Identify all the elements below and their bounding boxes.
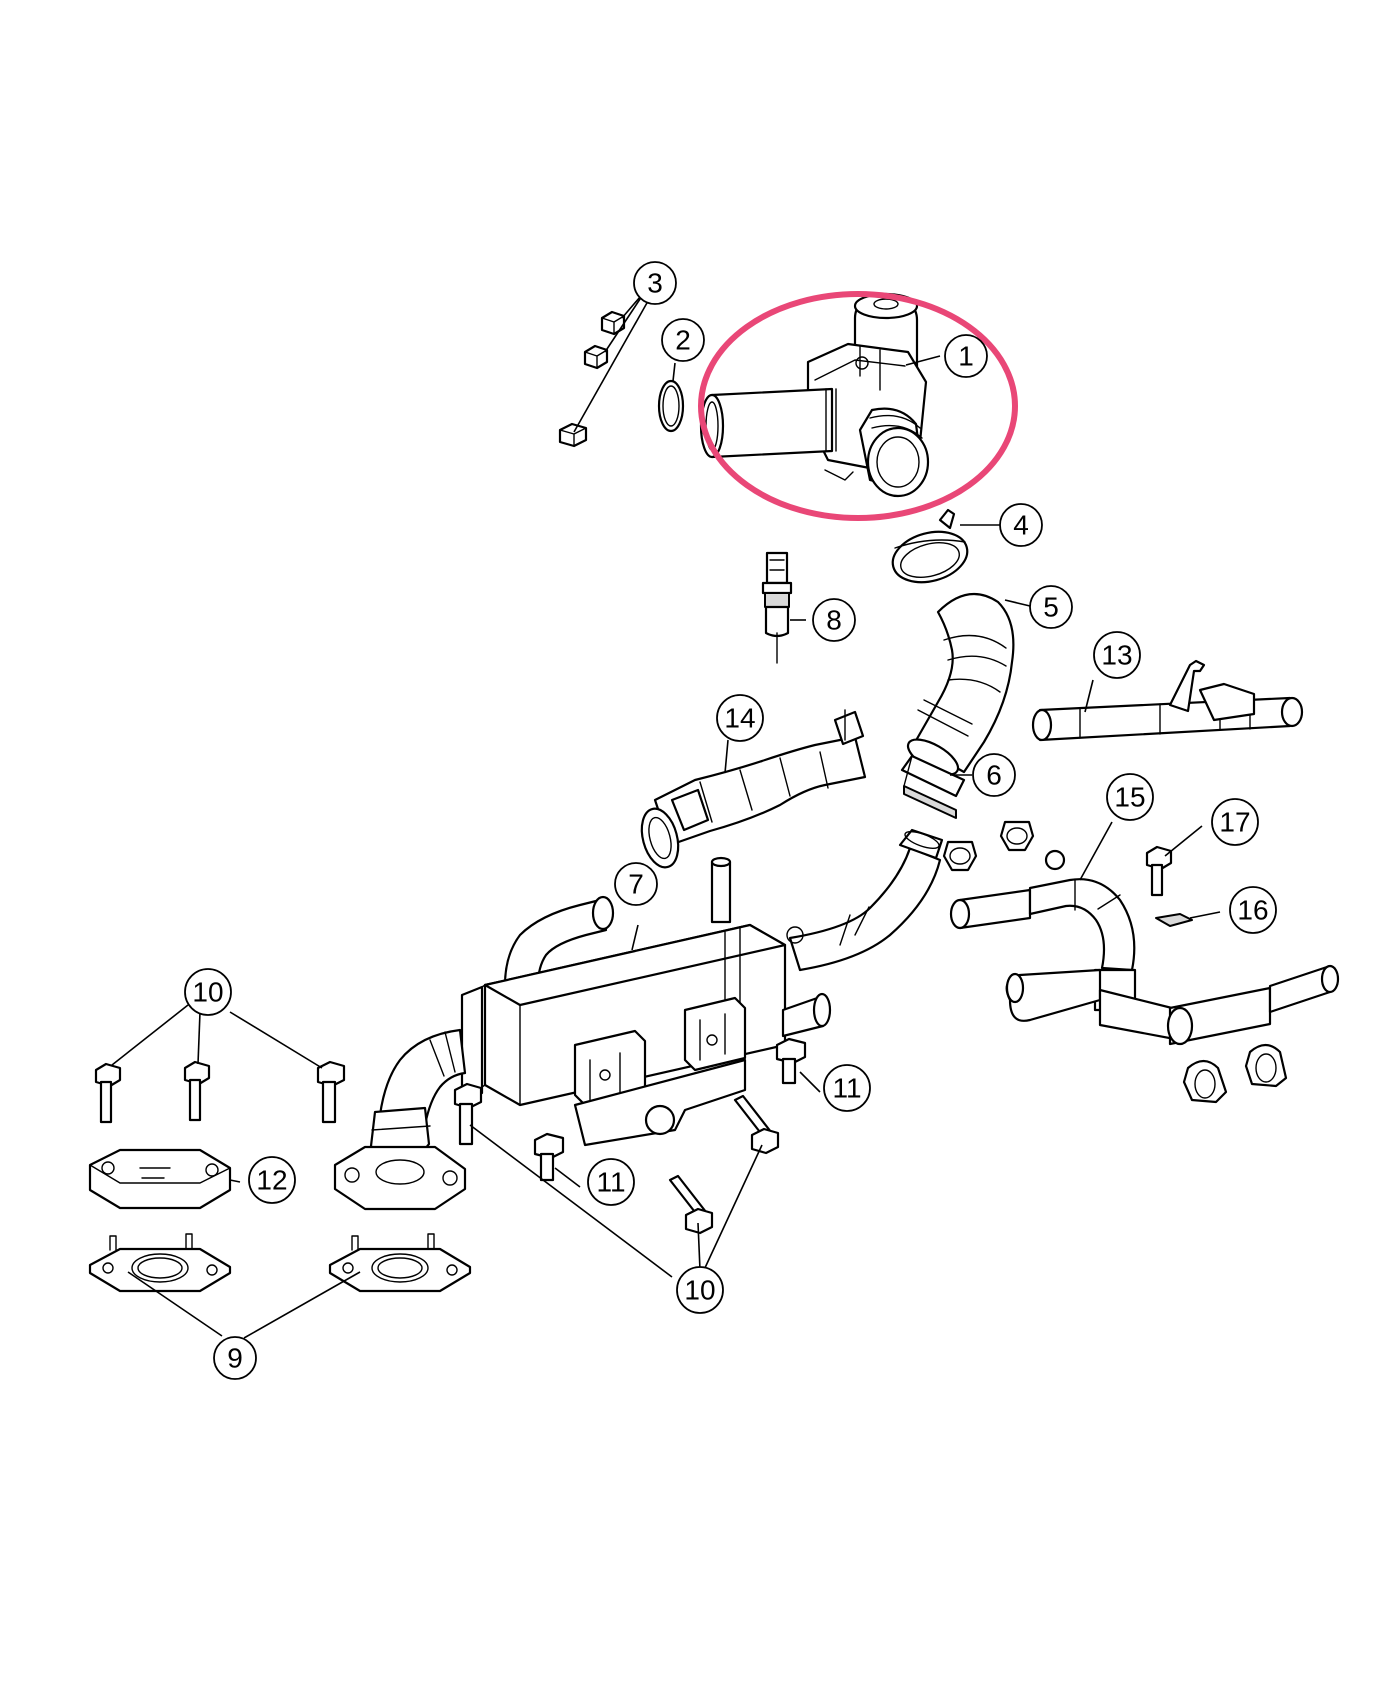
callout-6: 6 xyxy=(972,753,1016,797)
part-6-clamp xyxy=(900,754,966,819)
part-12-plate xyxy=(88,1148,232,1210)
callout-17: 17 xyxy=(1211,798,1259,846)
part-1-egr-valve xyxy=(699,292,930,498)
part-5-hose xyxy=(906,592,1015,776)
callout-9-label: 9 xyxy=(227,1343,243,1374)
callout-10-bottom: 10 xyxy=(676,1266,724,1314)
callout-1: 1 xyxy=(944,334,988,378)
callout-3: 3 xyxy=(633,261,677,305)
callout-4-label: 4 xyxy=(1013,510,1029,541)
callout-14-label: 14 xyxy=(724,703,755,734)
callout-11-right-label: 11 xyxy=(832,1073,861,1104)
callout-7: 7 xyxy=(614,862,658,906)
part-13-tube xyxy=(1031,659,1304,742)
part-17-bolt xyxy=(1145,845,1173,897)
callout-13-label: 13 xyxy=(1101,640,1132,671)
callout-10-bottom-label: 10 xyxy=(684,1275,715,1306)
loose-clamps xyxy=(1182,1043,1288,1104)
part-16-clip xyxy=(1155,913,1193,927)
callout-12-label: 12 xyxy=(256,1165,287,1196)
callout-11-right: 11 xyxy=(823,1064,871,1112)
leader-lines xyxy=(111,289,1221,1339)
part-4-clamp xyxy=(891,508,969,584)
callout-10-left-label: 10 xyxy=(192,977,223,1008)
callout-3-label: 3 xyxy=(647,268,663,299)
part-3-nuts xyxy=(558,310,626,448)
callout-12: 12 xyxy=(248,1156,296,1204)
callout-17-label: 17 xyxy=(1219,807,1250,838)
part-10-bolts-left xyxy=(94,1060,483,1146)
part-10-bolts-right xyxy=(668,1094,780,1235)
highlight-ellipse xyxy=(698,291,1018,521)
part-7-egr-cooler xyxy=(333,828,944,1211)
callout-5: 5 xyxy=(1029,585,1073,629)
callout-2-label: 2 xyxy=(675,325,691,356)
part-9-gaskets xyxy=(88,1233,472,1293)
callout-16: 16 xyxy=(1229,886,1277,934)
callout-13: 13 xyxy=(1093,631,1141,679)
part-14-hose xyxy=(640,709,867,869)
callout-6-label: 6 xyxy=(986,760,1002,791)
callout-14: 14 xyxy=(716,694,764,742)
callout-5-label: 5 xyxy=(1043,592,1059,623)
part-2-oring xyxy=(657,379,685,433)
callout-2: 2 xyxy=(661,318,705,362)
part-11-bolts xyxy=(533,1037,807,1182)
callout-9: 9 xyxy=(213,1336,257,1380)
callout-10-left: 10 xyxy=(184,968,232,1016)
callout-16-label: 16 xyxy=(1237,895,1268,926)
callout-8-label: 8 xyxy=(826,605,842,636)
callout-4: 4 xyxy=(999,503,1043,547)
callout-11-left-label: 11 xyxy=(596,1167,625,1198)
part-8-sensor xyxy=(761,551,793,664)
callout-15-label: 15 xyxy=(1114,782,1145,813)
callout-7-label: 7 xyxy=(628,869,644,900)
callout-11-left: 11 xyxy=(587,1158,635,1206)
part-15-tube xyxy=(942,820,1340,1046)
callout-1-label: 1 xyxy=(958,341,974,372)
callout-15: 15 xyxy=(1106,773,1154,821)
callout-8: 8 xyxy=(812,598,856,642)
